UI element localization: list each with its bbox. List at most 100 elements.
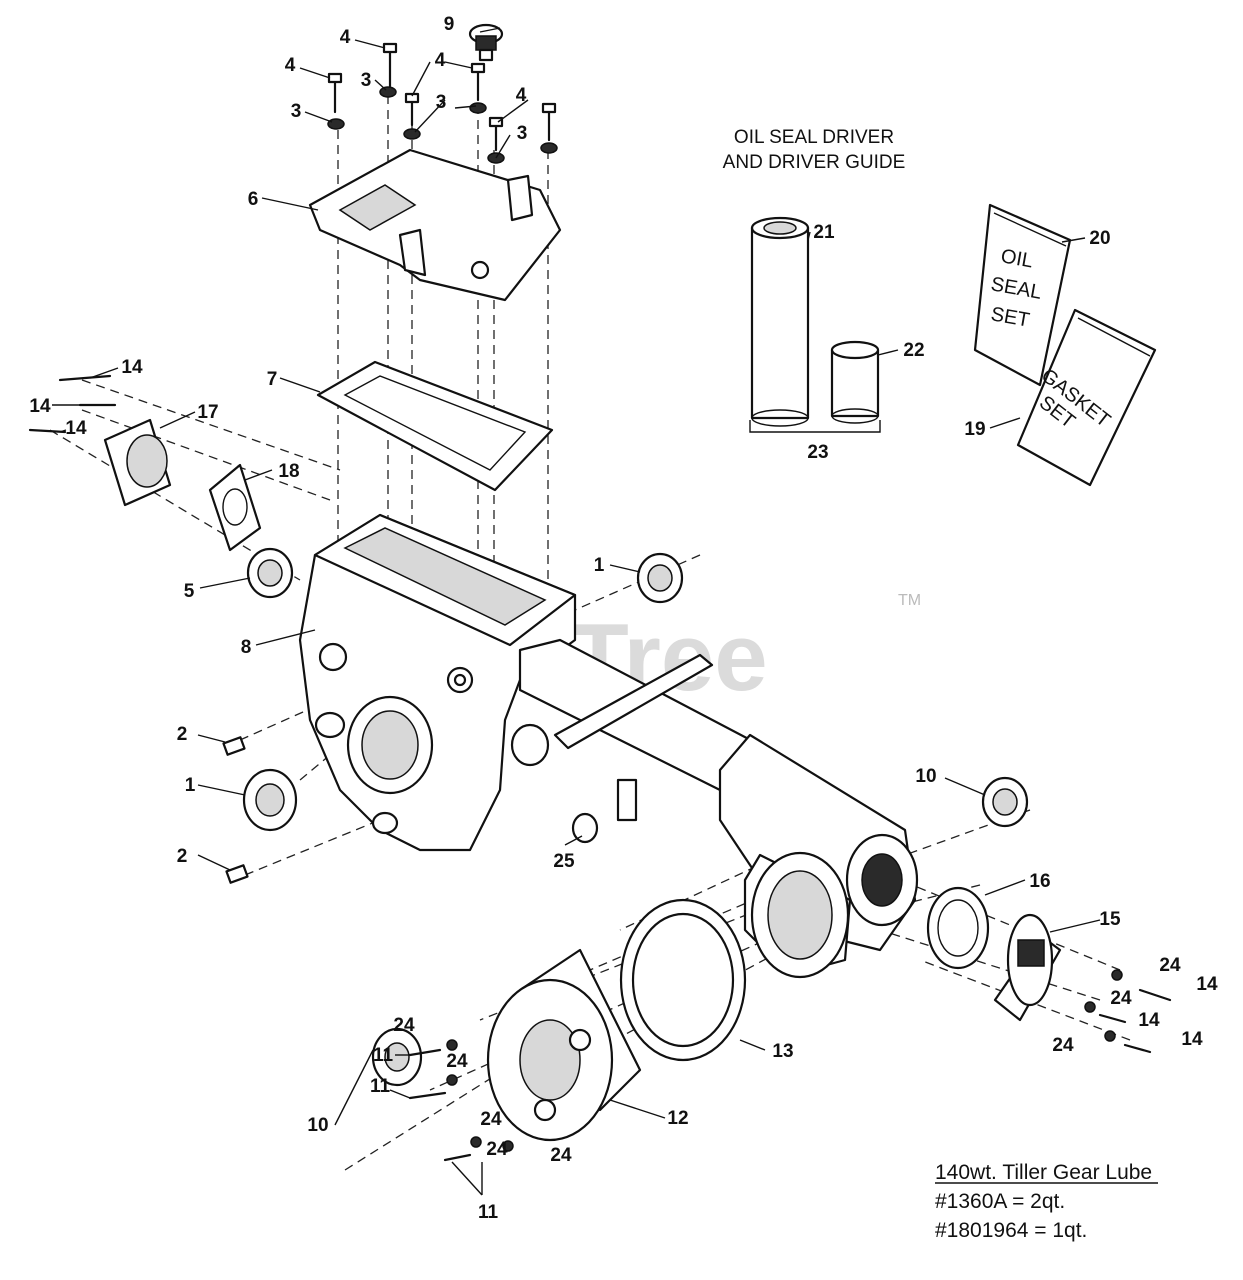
bolt-icon — [488, 116, 504, 152]
callout-10: 10 — [915, 766, 936, 787]
callout-24: 24 — [393, 1015, 415, 1036]
seals — [28, 374, 1172, 1162]
callout-14: 14 — [1138, 1010, 1160, 1031]
callout-5: 5 — [184, 581, 195, 602]
callout-22: 22 — [903, 340, 924, 361]
callout-24: 24 — [550, 1145, 572, 1166]
oil-seal-driver-caption-line1: OIL SEAL DRIVER — [734, 127, 894, 148]
callout-21: 21 — [813, 222, 835, 243]
top-cover-plate — [308, 148, 562, 302]
callout-7: 7 — [267, 369, 278, 390]
callout-3: 3 — [436, 92, 447, 113]
callout-2: 2 — [177, 846, 188, 867]
callout-11: 11 — [478, 1202, 499, 1223]
callout-1: 1 — [185, 775, 196, 796]
bolt-icon — [541, 102, 557, 142]
callout-14: 14 — [1181, 1029, 1203, 1050]
callout-15: 15 — [1099, 909, 1121, 930]
watermark-trademark: TM — [898, 592, 921, 609]
washer-icon — [403, 128, 421, 140]
gasket-set-bag — [1016, 308, 1157, 487]
washer-icon — [540, 142, 558, 154]
washer-icon — [379, 86, 397, 98]
callout-3: 3 — [517, 123, 528, 144]
small-bolt-icon — [28, 374, 117, 434]
flange-gasket-icon — [208, 463, 262, 552]
lube-note: 140wt. Tiller Gear Lube #1360A = 2qt. #1… — [935, 1161, 1158, 1242]
callout-14: 14 — [121, 357, 143, 378]
callout-16: 16 — [1029, 871, 1050, 892]
oil-seal-icon — [246, 547, 294, 599]
oil-seal-driver-caption-line2: AND DRIVER GUIDE — [723, 152, 906, 173]
callout-1: 1 — [594, 555, 605, 576]
callout-24: 24 — [486, 1139, 508, 1160]
lock-washer-icon — [1111, 969, 1123, 981]
callout-9: 9 — [444, 14, 455, 35]
callout-14: 14 — [29, 396, 51, 417]
main-housing — [298, 513, 577, 852]
oil-seal-icon — [981, 776, 1029, 828]
callout-20: 20 — [1089, 228, 1110, 249]
top-gasket — [316, 360, 554, 492]
oil-seal-icon — [371, 1027, 423, 1087]
callout-3: 3 — [361, 70, 372, 91]
callout-23: 23 — [807, 442, 828, 463]
callout-4: 4 — [340, 27, 351, 48]
seal-kit-bags: OIL SEAL SET GASKET SET — [973, 203, 1157, 487]
bolt-icon — [327, 72, 343, 114]
vent-plug-icon — [468, 23, 504, 62]
callout-6: 6 — [248, 189, 259, 210]
washer-icon — [469, 102, 487, 114]
end-cap-assembly — [926, 886, 1062, 1022]
lock-washer-icon — [470, 1136, 482, 1148]
plug-icon — [225, 864, 249, 884]
callout-8: 8 — [241, 637, 252, 658]
axle-tube — [518, 638, 919, 979]
callout-13: 13 — [772, 1041, 793, 1062]
plug-icon — [222, 736, 246, 756]
lock-washer-icon — [446, 1039, 458, 1051]
callout-24: 24 — [1159, 955, 1181, 976]
small-bolt-icon — [408, 1048, 472, 1162]
callout-24: 24 — [1110, 988, 1132, 1009]
lube-note-line1: #1360A = 2qt. — [935, 1190, 1065, 1213]
callout-24: 24 — [446, 1051, 468, 1072]
callout-25: 25 — [553, 851, 575, 872]
lube-note-title: 140wt. Tiller Gear Lube — [935, 1161, 1152, 1184]
callout-4: 4 — [435, 50, 446, 71]
callout-11: 11 — [370, 1076, 391, 1097]
washer-icon — [327, 118, 345, 130]
callout-17: 17 — [197, 402, 218, 423]
callout-19: 19 — [964, 419, 985, 440]
flange-icon — [103, 418, 172, 507]
callout-14: 14 — [65, 418, 87, 439]
callout-18: 18 — [278, 461, 299, 482]
bolt-icon — [404, 92, 420, 127]
side-cover-assembly — [486, 898, 747, 1142]
callout-10: 10 — [307, 1115, 328, 1136]
oil-seal-icon — [636, 552, 684, 604]
oil-seal-driver-tools — [749, 216, 881, 433]
callout-12: 12 — [667, 1108, 688, 1129]
leader-lines — [52, 27, 1101, 1196]
callout-2: 2 — [177, 724, 188, 745]
lock-washer-icon — [1104, 1030, 1116, 1042]
oil-seal-icon — [242, 768, 298, 832]
lube-note-line2: #1801964 = 1qt. — [935, 1219, 1087, 1242]
callout-4: 4 — [516, 85, 527, 106]
bolt-icon — [470, 62, 486, 102]
oil-seal-set-bag — [973, 203, 1072, 387]
plug-icon — [571, 812, 599, 844]
small-bolt-icon — [1098, 988, 1172, 1054]
callout-numbers: 1 1 2 2 3 3 3 3 4 4 4 4 5 6 7 8 9 10 10 … — [29, 14, 1218, 1223]
callout-3: 3 — [291, 101, 302, 122]
callout-14: 14 — [1196, 974, 1218, 995]
callout-24: 24 — [1052, 1035, 1074, 1056]
callout-11: 11 — [373, 1045, 394, 1066]
lock-washer-icon — [446, 1074, 458, 1086]
lock-washer-icon — [502, 1140, 514, 1152]
bolt-icon — [382, 42, 398, 88]
callout-4: 4 — [285, 55, 296, 76]
lock-washer-icon — [1084, 1001, 1096, 1013]
